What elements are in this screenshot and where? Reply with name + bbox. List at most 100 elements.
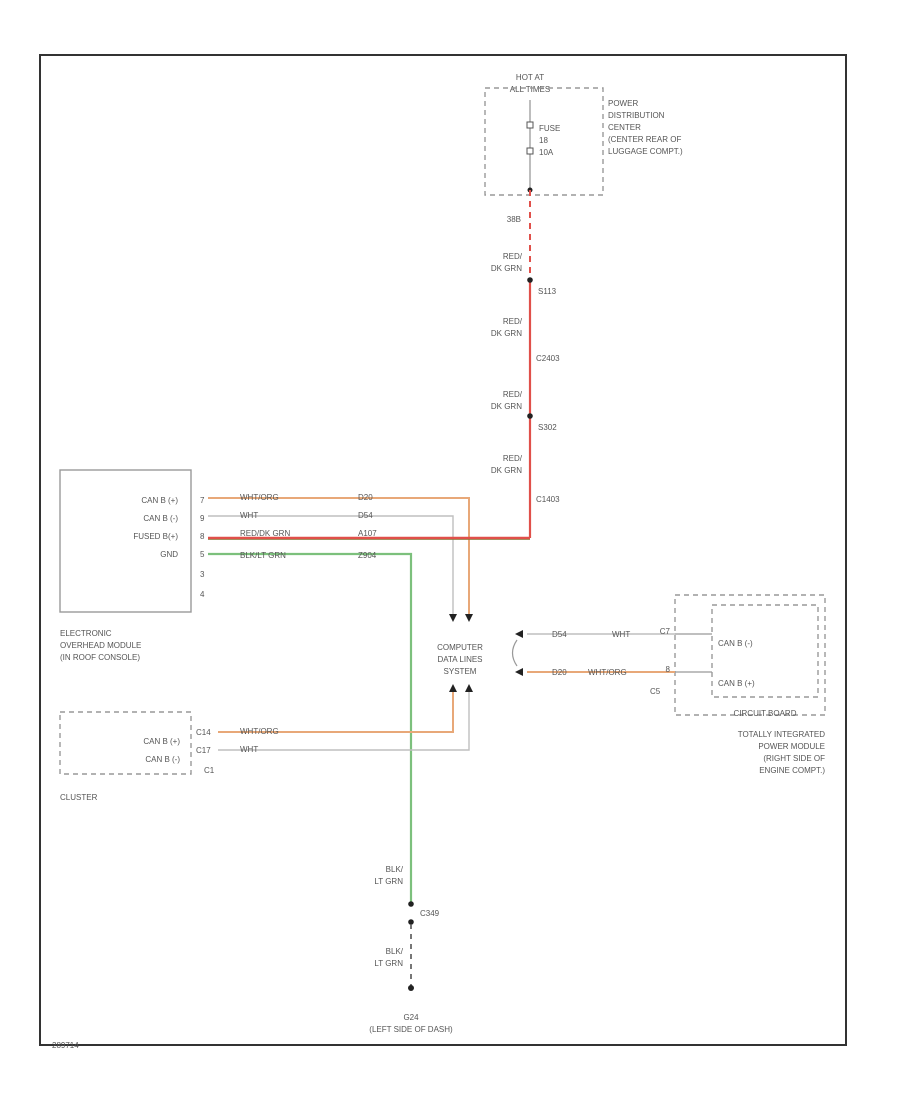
totally-integrated-power-module: D54 WHT D20 WHT/ORG C7 8 CAN B (-) CAN B… <box>527 594 826 775</box>
hot-at-all-times-label-2: ALL TIMES <box>510 85 550 94</box>
ground-circuit: BLK/ LT GRN C349 BLK/ LT GRN G24 (LEFT S… <box>369 865 453 1034</box>
pdc-pin-label: 38B <box>507 215 521 224</box>
pdc-desc-4: (CENTER REAR OF <box>608 135 681 144</box>
pdc-desc-2: DISTRIBUTION <box>608 111 665 120</box>
electronic-overhead-module: CAN B (+) CAN B (-) FUSED B(+) GND 7 9 8… <box>59 469 205 662</box>
overhead-pin5-num: 3 <box>200 570 205 579</box>
wire-z904-ground <box>208 552 413 902</box>
ground-seg2-color2: LT GRN <box>374 959 403 968</box>
red-seg3-color2: DK GRN <box>491 402 522 411</box>
cluster-connector-label: C1 <box>204 766 215 775</box>
overhead-pin2-name: CAN B (-) <box>143 514 178 523</box>
ground-seg2-color: BLK/ <box>386 947 404 956</box>
wire-z904-color: BLK/LT GRN <box>240 551 286 560</box>
cdl-label-2: DATA LINES <box>437 655 482 664</box>
red-seg4-color2: DK GRN <box>491 466 522 475</box>
wire-cluster-can-minus <box>218 692 470 751</box>
ground-g24-dot <box>408 985 414 991</box>
overhead-module-box <box>59 469 192 613</box>
pdc-desc-1: POWER <box>608 99 638 108</box>
cdl-arrow-right-top <box>465 614 473 622</box>
fuse-symbol-bottom <box>526 147 534 155</box>
tipm-pin2-name: CAN B (+) <box>718 679 755 688</box>
cdl-arrow-right-bottom <box>465 684 473 692</box>
cdl-arrow-tipm-top <box>515 630 523 638</box>
overhead-pin4-num: 5 <box>200 550 205 559</box>
instrument-cluster: CAN B (+) CAN B (-) C14 C17 C1 CLUSTER W… <box>59 692 470 802</box>
overhead-module-desc-2: OVERHEAD MODULE <box>60 641 141 650</box>
connector-c349-label: C349 <box>420 909 440 918</box>
module-wires: WHT/ORG D20 WHT D54 RED/DK GRN A107 BLK/… <box>208 493 530 902</box>
wire-d20-circuit: D20 <box>358 493 373 502</box>
cdl-bracket <box>511 639 518 667</box>
overhead-module-desc-1: ELECTRONIC <box>60 629 112 638</box>
wire-d54-circuit: D54 <box>358 511 373 520</box>
tipm-desc-2: POWER MODULE <box>758 742 825 751</box>
cluster-pin2-name: CAN B (-) <box>145 755 180 764</box>
pdc-desc-3: CENTER <box>608 123 641 132</box>
fuse-symbol-top <box>526 121 534 129</box>
splice-s113-dot <box>527 277 533 283</box>
tipm-wire2-color: WHT/ORG <box>588 668 627 677</box>
cluster-wire1-color: WHT/ORG <box>240 727 279 736</box>
tipm-pin2-num: 8 <box>666 665 671 674</box>
red-seg2-color: RED/ <box>503 317 523 326</box>
wire-a107-circuit: A107 <box>358 529 377 538</box>
splice-s302-dot <box>527 413 533 419</box>
pdc-desc-5: LUGGAGE COMPT.) <box>608 147 683 156</box>
hot-at-all-times-label-1: HOT AT <box>516 73 544 82</box>
overhead-pin1-num: 7 <box>200 496 205 505</box>
fuse-number: 18 <box>539 136 548 145</box>
splice-s302-label: S302 <box>538 423 557 432</box>
tipm-wire1-color: WHT <box>612 630 630 639</box>
ground-g24-desc: (LEFT SIDE OF DASH) <box>369 1025 453 1034</box>
tipm-desc-4: ENGINE COMPT.) <box>759 766 825 775</box>
wire-a107-color: RED/DK GRN <box>240 529 290 538</box>
wire-d54-overhead <box>208 515 454 614</box>
connector-c349-top-dot <box>408 901 414 907</box>
cluster-wire2-color: WHT <box>240 745 258 754</box>
tipm-pin1-num: C7 <box>660 627 671 636</box>
diagram-frame <box>39 54 847 1046</box>
wire-d20-color: WHT/ORG <box>240 493 279 502</box>
cdl-label-1: COMPUTER <box>437 643 483 652</box>
tipm-desc-3: (RIGHT SIDE OF <box>763 754 825 763</box>
red-seg2-color2: DK GRN <box>491 329 522 338</box>
overhead-module-desc-3: (IN ROOF CONSOLE) <box>60 653 140 662</box>
cdl-arrow-left-top <box>449 614 457 622</box>
cluster-pin1-num: C14 <box>196 728 211 737</box>
wire-d20-overhead <box>208 497 470 614</box>
tipm-connector-label: C5 <box>650 687 661 696</box>
connector-c349-bottom-dot <box>408 919 414 925</box>
power-distribution-center: HOT AT ALL TIMES FUSE 18 10A POWER DISTR… <box>484 73 683 224</box>
tipm-desc-1: TOTALLY INTEGRATED <box>738 730 826 739</box>
ground-seg1-color2: LT GRN <box>374 877 403 886</box>
cdl-arrow-tipm-bottom <box>515 668 523 676</box>
pdc-box <box>484 87 604 196</box>
overhead-pin4-name: GND <box>160 550 178 559</box>
cluster-pin2-num: C17 <box>196 746 211 755</box>
computer-data-lines-system: COMPUTER DATA LINES SYSTEM <box>437 614 523 692</box>
ground-seg1-color: BLK/ <box>386 865 404 874</box>
overhead-pin2-num: 9 <box>200 514 205 523</box>
fuse-label: FUSE <box>539 124 560 133</box>
cdl-arrow-left-bottom <box>449 684 457 692</box>
wire-d54-color: WHT <box>240 511 258 520</box>
splice-s113-label: S113 <box>538 287 557 296</box>
cluster-box <box>59 711 192 775</box>
tipm-pin1-name: CAN B (-) <box>718 639 753 648</box>
tipm-wire2-circuit: D20 <box>552 668 567 677</box>
red-seg1-color2: DK GRN <box>491 264 522 273</box>
wire-z904-circuit: Z904 <box>358 551 377 560</box>
tipm-outer-box <box>674 594 826 716</box>
tipm-board-label: CIRCUIT BOARD <box>734 709 797 718</box>
fuse-rating: 10A <box>539 148 554 157</box>
red-seg3-color: RED/ <box>503 390 523 399</box>
overhead-pin3-name: FUSED B(+) <box>133 532 178 541</box>
cluster-pin1-name: CAN B (+) <box>143 737 180 746</box>
overhead-pin6-num: 4 <box>200 590 205 599</box>
red-seg1-color: RED/ <box>503 252 523 261</box>
connector-c2403-label: C2403 <box>536 354 560 363</box>
tipm-wire1-circuit: D54 <box>552 630 567 639</box>
